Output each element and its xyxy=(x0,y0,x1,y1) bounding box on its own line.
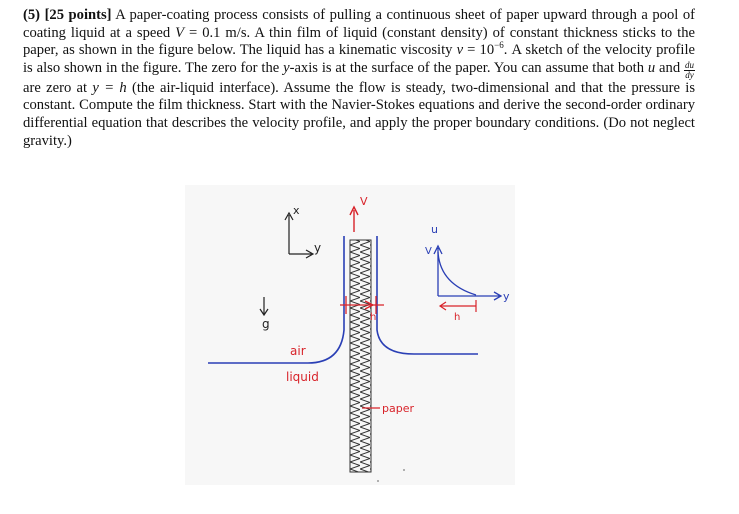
liquid-label: liquid xyxy=(286,370,319,384)
speed-arrow-icon xyxy=(349,205,359,232)
text-segment: and xyxy=(659,59,681,76)
air-label: air xyxy=(290,344,306,358)
text-segment: . A sketch of the velocity profile is al… xyxy=(23,42,695,76)
u-symbol: u xyxy=(647,59,656,76)
text-segment: are zero at xyxy=(23,79,88,96)
velocity-profile xyxy=(433,244,503,301)
profile-u-label: u xyxy=(431,223,438,236)
film-thickness-label: h xyxy=(370,312,376,323)
profile-thickness-marker xyxy=(438,300,477,312)
problem-points: [25 points] xyxy=(44,7,112,23)
coordinate-axes xyxy=(284,211,315,259)
sketch-dot xyxy=(403,469,405,471)
speed-label: V xyxy=(360,195,368,208)
left-surface-line xyxy=(208,236,345,364)
liquid-surface xyxy=(208,236,478,364)
gravity-label: g xyxy=(262,317,270,331)
nu-equals: = 10 xyxy=(463,42,495,59)
text-segment: A thin film of liquid (constant density)… xyxy=(23,24,695,59)
text-segment: A paper-coating process consists of pull… xyxy=(23,7,696,41)
y-axis-label: y xyxy=(314,241,321,255)
text-segment: -axis is at the surface of the paper. Yo… xyxy=(289,59,644,76)
text-segment: (the air-liquid interface). Assume the f… xyxy=(23,79,695,149)
speed-symbol: V xyxy=(175,24,185,41)
fraction-denominator: dy xyxy=(685,69,694,80)
problem-number: (5) xyxy=(23,7,41,23)
y-symbol: y xyxy=(283,59,290,76)
profile-thickness-label: h xyxy=(454,312,460,323)
paper-sheet xyxy=(349,239,372,473)
profile-curve xyxy=(437,251,477,296)
paper-label: paper xyxy=(382,402,414,415)
gravity-arrow-icon xyxy=(259,297,269,317)
x-axis-label: x xyxy=(293,204,300,217)
right-surface-line xyxy=(376,236,478,355)
profile-y-axis-arrow-icon xyxy=(438,291,503,301)
nu-exponent: −6 xyxy=(494,40,504,51)
profile-v-label: V xyxy=(425,246,432,257)
speed-value: = 0.1 m/s. xyxy=(184,24,251,41)
sketch-dot xyxy=(377,480,379,482)
y-axis-arrow-icon xyxy=(289,249,315,259)
film-thickness-marker xyxy=(340,296,384,314)
profile-y-label: y xyxy=(503,290,510,303)
problem-statement: (5) [25 points] A paper-coating process … xyxy=(23,7,695,150)
nu-symbol: ν xyxy=(456,42,464,59)
x-axis-arrow-icon xyxy=(284,211,294,254)
y-equals-h: y = h xyxy=(92,79,127,96)
fraction-numerator: du xyxy=(684,59,695,71)
